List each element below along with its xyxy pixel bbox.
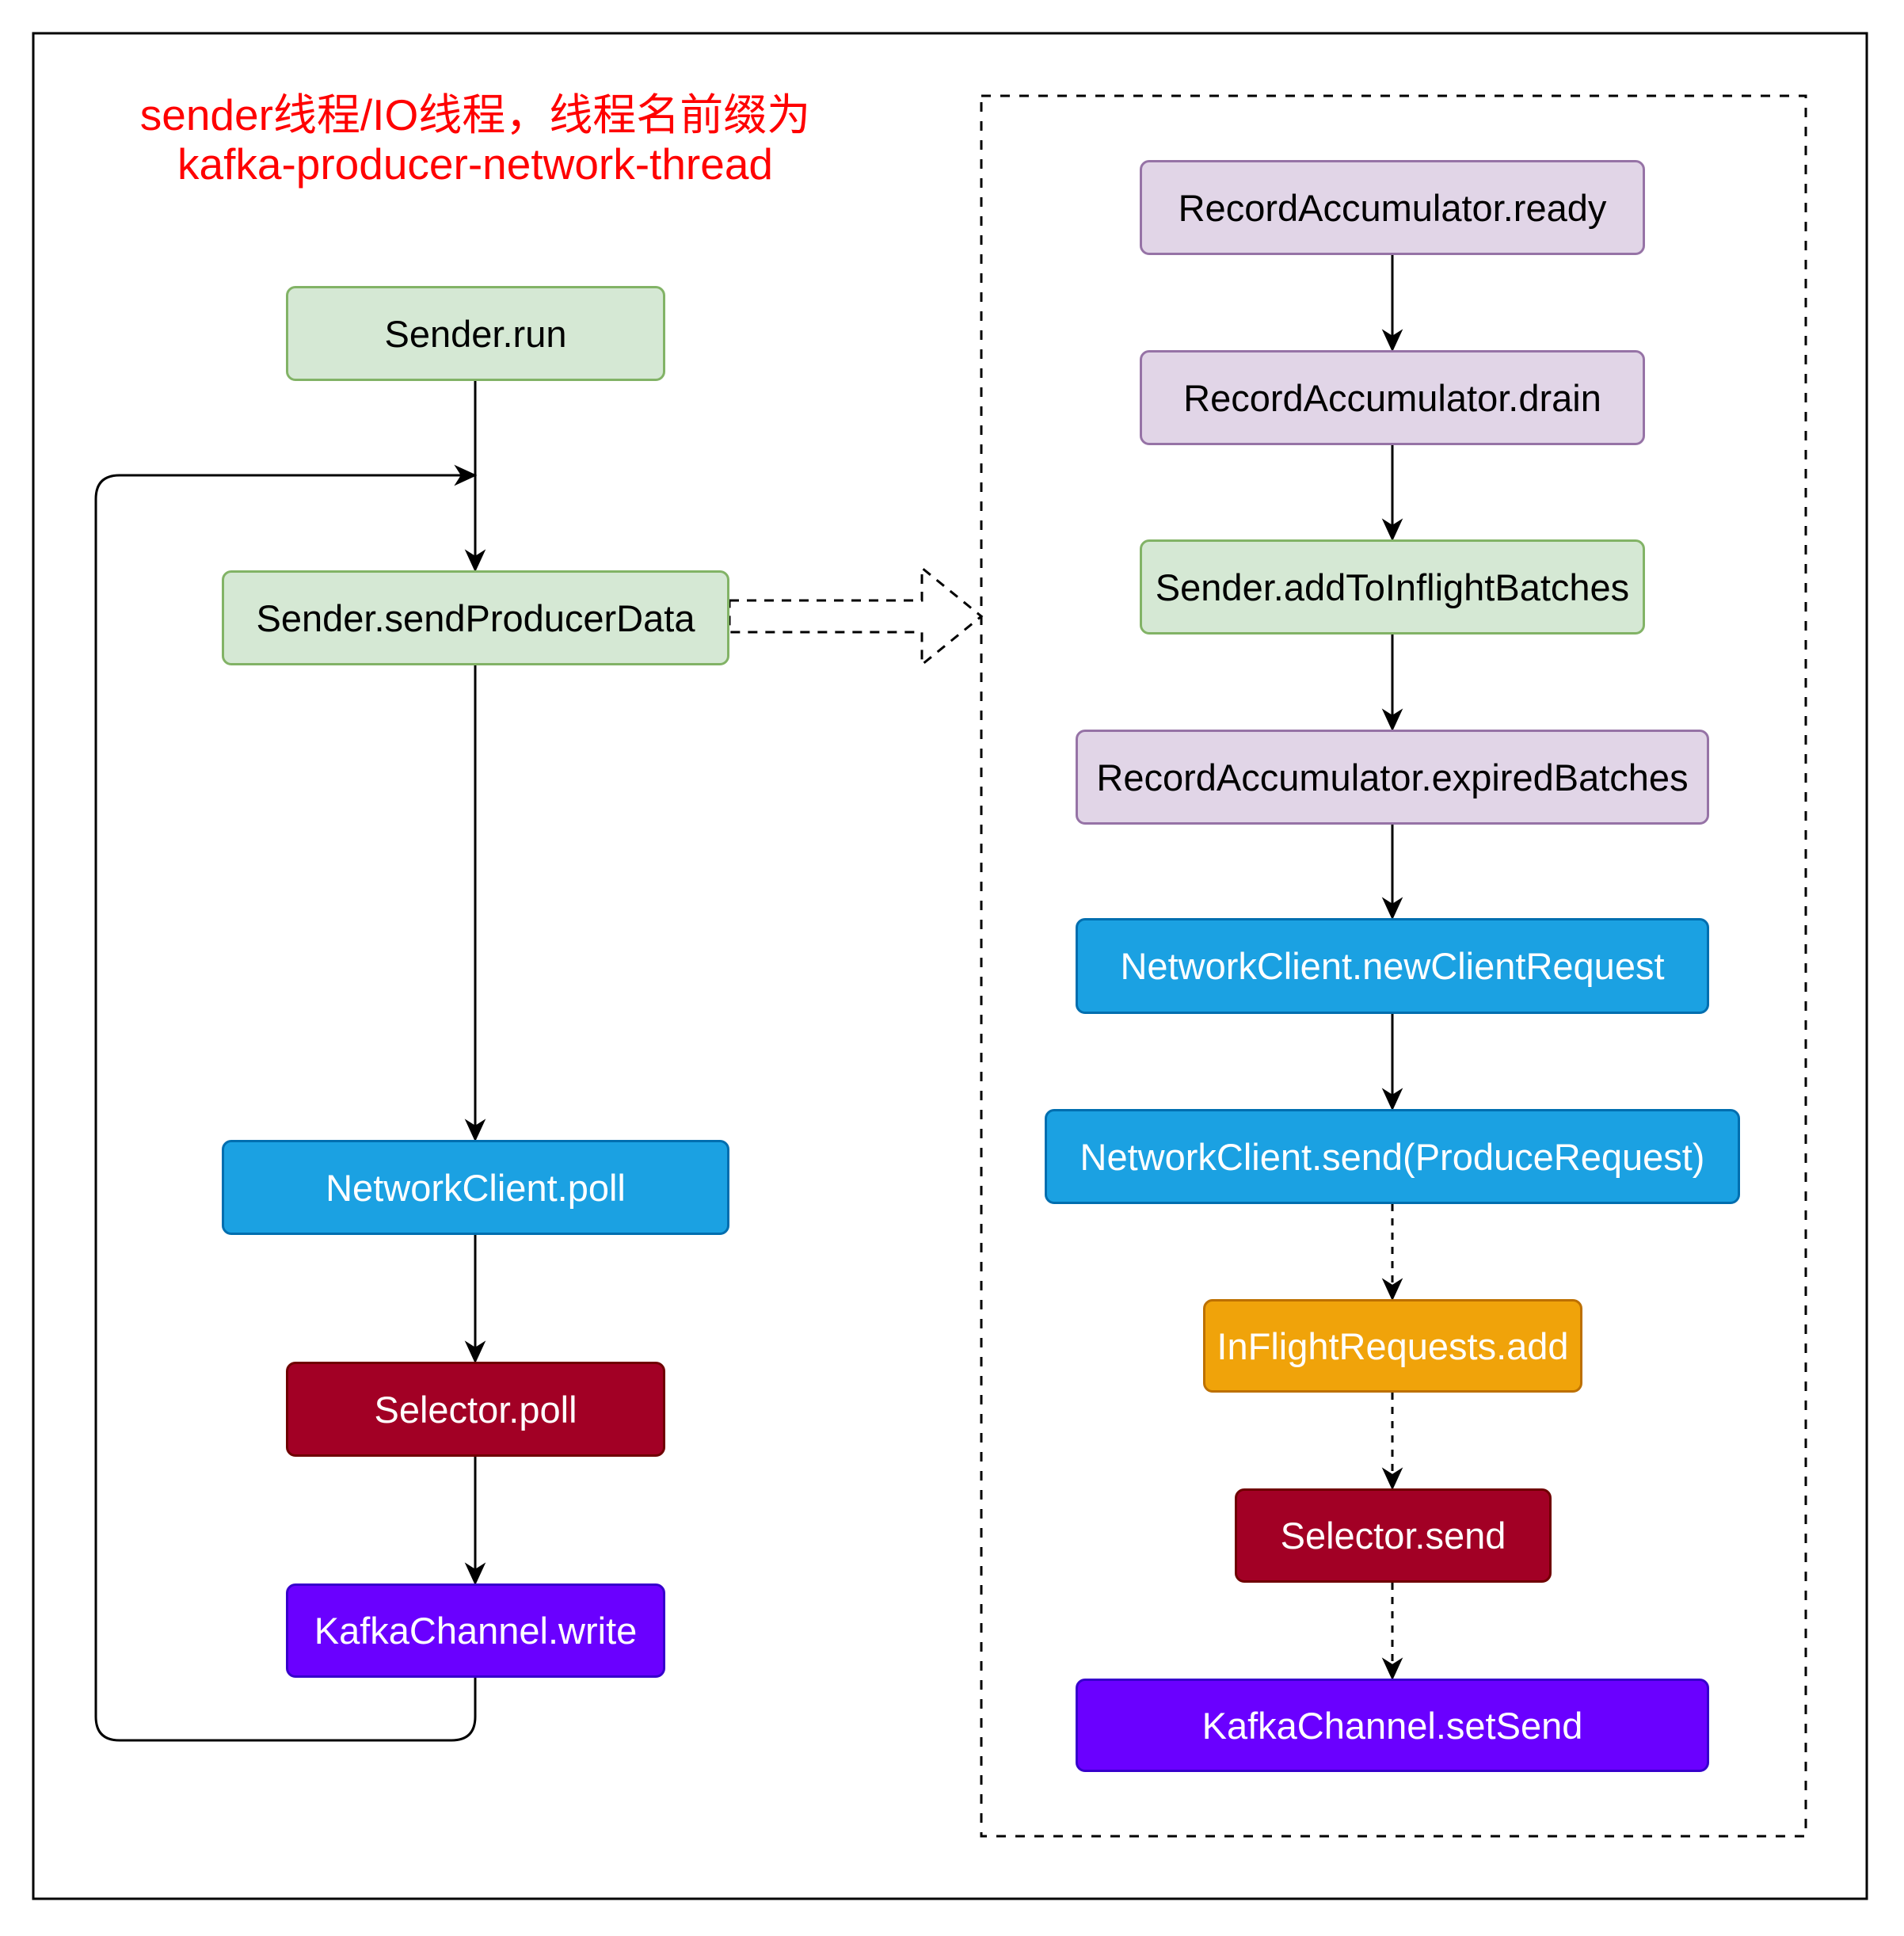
arrow-run-to-sendproducerdata [464, 381, 486, 573]
outer-frame [32, 32, 1868, 1900]
node-selector-poll: Selector.poll [286, 1362, 665, 1457]
arrow-ready-to-drain [1381, 255, 1403, 353]
node-recordaccumulator-expiredbatches: RecordAccumulator.expiredBatches [1076, 730, 1709, 825]
node-networkclient-poll: NetworkClient.poll [222, 1140, 729, 1235]
node-networkclient-newclientrequest: NetworkClient.newClientRequest [1076, 918, 1709, 1014]
node-recordaccumulator-drain: RecordAccumulator.drain [1140, 350, 1645, 445]
node-recordaccumulator-ready: RecordAccumulator.ready [1140, 160, 1645, 255]
diagram-title: sender线程/IO线程，线程名前缀为 kafka-producer-netw… [79, 90, 871, 189]
node-selector-send: Selector.send [1235, 1488, 1552, 1583]
node-networkclient-send: NetworkClient.send(ProduceRequest) [1045, 1109, 1740, 1204]
title-line-2: kafka-producer-network-thread [177, 139, 773, 189]
arrow-selector-send-to-setsend-dashed [1381, 1583, 1403, 1681]
node-kafkachannel-setsend: KafkaChannel.setSend [1076, 1679, 1709, 1772]
node-sender-run: Sender.run [286, 286, 665, 381]
node-kafkachannel-write: KafkaChannel.write [286, 1583, 665, 1678]
title-line-1: sender线程/IO线程，线程名前缀为 [139, 90, 811, 139]
detail-container [980, 94, 1807, 1838]
expand-block-arrow [728, 565, 984, 668]
arrow-poll-to-selector-poll [464, 1235, 486, 1364]
arrow-loop-back [94, 464, 478, 1742]
arrow-drain-to-addtoinflight [1381, 445, 1403, 542]
arrow-selector-poll-to-write [464, 1457, 486, 1586]
node-inflightrequests-add: InFlightRequests.add [1203, 1299, 1582, 1393]
arrow-expired-to-newclientrequest [1381, 825, 1403, 920]
node-sender-sendproducerdata: Sender.sendProducerData [222, 570, 729, 665]
arrow-addtoinflight-to-expired [1381, 635, 1403, 732]
arrow-newclientrequest-to-send [1381, 1014, 1403, 1111]
arrow-sendproducerdata-to-poll [464, 665, 486, 1142]
node-sender-addtoinflightbatches: Sender.addToInflightBatches [1140, 539, 1645, 635]
arrow-inflight-to-selector-send-dashed [1381, 1393, 1403, 1491]
arrow-send-to-inflight-dashed [1381, 1204, 1403, 1301]
